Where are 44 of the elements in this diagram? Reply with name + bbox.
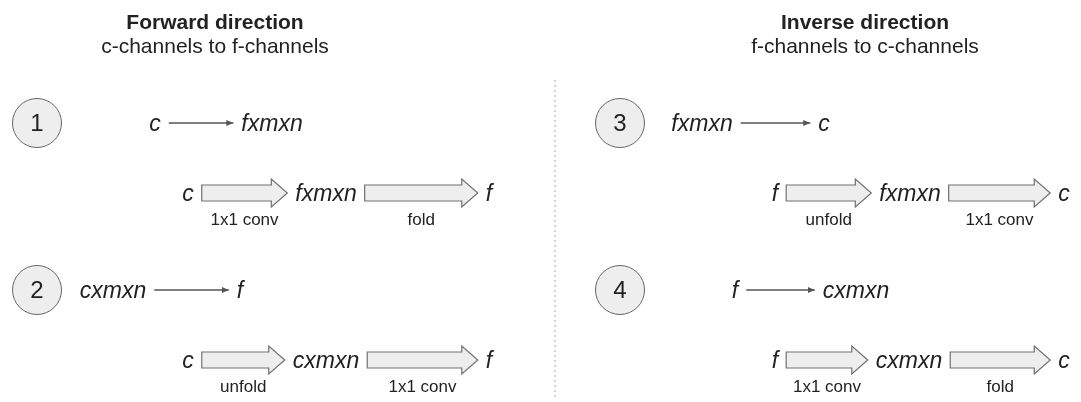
block-arrow xyxy=(948,177,1052,209)
channel-term: f xyxy=(723,276,747,304)
channel-term: f xyxy=(763,179,787,207)
edge-label: 1x1 conv xyxy=(388,377,457,397)
section-heading: Inverse direction xyxy=(780,10,950,34)
channel-term: f xyxy=(477,346,501,374)
edge-label: 1x1 conv xyxy=(792,377,861,397)
section-heading: Forward direction xyxy=(126,10,304,34)
channel-term: c xyxy=(141,109,169,137)
edge-label: unfold xyxy=(220,377,267,397)
section-subheading: f-channels to c-channels xyxy=(751,34,979,58)
block-arrow xyxy=(785,177,873,209)
channel-term: fxmxn xyxy=(287,179,365,207)
channel-term: c xyxy=(174,179,202,207)
channel-term: fxmxn xyxy=(871,179,949,207)
arrow xyxy=(153,287,230,293)
block-arrow xyxy=(366,344,479,376)
section-subheading: c-channels to f-channels xyxy=(101,34,329,58)
channel-term: c xyxy=(1050,179,1078,207)
block-arrow xyxy=(785,344,869,376)
channel-term: c xyxy=(1050,346,1078,374)
channel-term: f xyxy=(477,179,501,207)
channel-term: f xyxy=(763,346,787,374)
block-arrow xyxy=(949,344,1052,376)
edge-label: fold xyxy=(986,377,1014,397)
channel-term: cxmxn xyxy=(814,276,898,304)
channel-term: f xyxy=(228,276,252,304)
block-arrow xyxy=(364,177,479,209)
arrow xyxy=(745,287,816,293)
channel-term: c xyxy=(810,109,838,137)
edge-label: unfold xyxy=(805,210,852,230)
arrow xyxy=(740,120,811,126)
arrow xyxy=(168,120,234,126)
channel-term: fxmxn xyxy=(233,109,311,137)
edge-label: 1x1 conv xyxy=(210,210,279,230)
channel-term: cxmxn xyxy=(284,346,368,374)
channel-term: c xyxy=(174,346,202,374)
edge-label: fold xyxy=(407,210,435,230)
channel-term: fxmxn xyxy=(663,109,741,137)
block-arrow xyxy=(201,344,286,376)
edge-label: 1x1 conv xyxy=(965,210,1034,230)
channel-term: cxmxn xyxy=(867,346,951,374)
channel-term: cxmxn xyxy=(71,276,155,304)
block-arrow xyxy=(201,177,289,209)
